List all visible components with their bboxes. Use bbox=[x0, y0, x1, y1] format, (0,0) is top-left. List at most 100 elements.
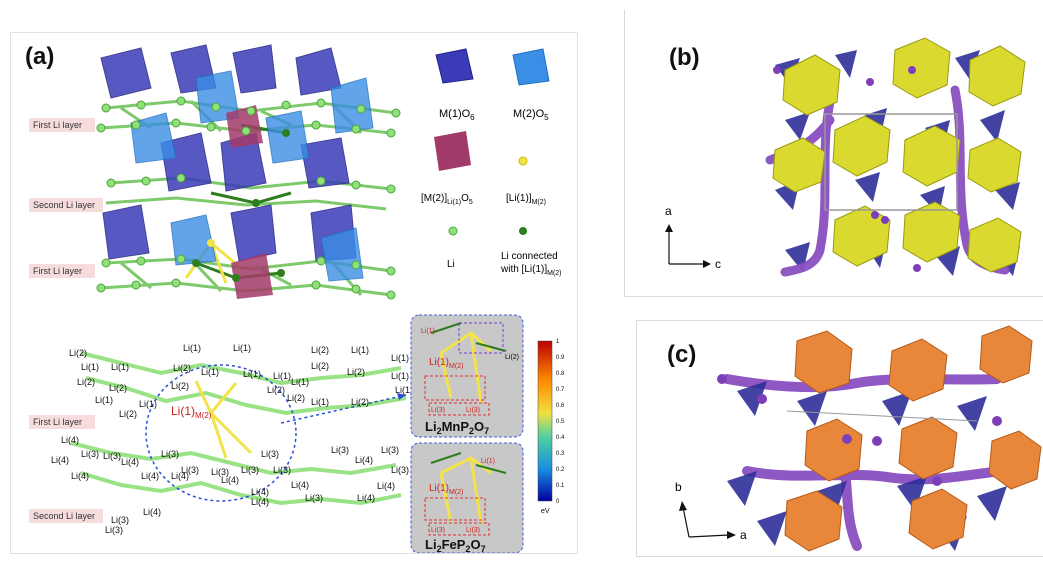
li-site-label: Li(3) bbox=[211, 467, 229, 477]
legend-m1-swatch bbox=[435, 48, 474, 84]
colorbar-tick-label: 0.9 bbox=[556, 355, 565, 361]
svg-text:First Li layer: First Li layer bbox=[33, 120, 82, 130]
inset-limnp2o7: Li(1)M(2) Li(2) Li(3) Li(1) Li(3) Li2MnP… bbox=[410, 314, 524, 438]
li-site-label: Li(3) bbox=[331, 445, 349, 455]
li-site-label: Li(3) bbox=[105, 525, 123, 535]
inset-lifep2o7: Li(1)M(2) Li(1) Li(3) Li(3) Li2FeP2O7 bbox=[410, 442, 524, 554]
li-site-label: Li(4) bbox=[51, 455, 69, 465]
legend-m2li1-text: [M(2)]Li(1)O5 bbox=[421, 193, 473, 206]
li-site-label: Li(4) bbox=[171, 471, 189, 481]
colorbar-tick-label: 0.7 bbox=[556, 387, 565, 393]
li-site-label: Li(2) bbox=[351, 397, 369, 407]
axis-c-horizontal: a bbox=[740, 528, 747, 542]
li-site-label: Li(1) bbox=[291, 377, 309, 387]
axis-b-vertical: a bbox=[665, 204, 672, 218]
li-site-label: Li(3) bbox=[391, 465, 409, 475]
li-site-label: Li(1) bbox=[81, 362, 99, 372]
li-site-label: Li(4) bbox=[143, 507, 161, 517]
panel-c-label: (c) bbox=[667, 341, 697, 368]
li-site-label: Li(1) bbox=[351, 345, 369, 355]
colorbar-tick-label: 0.5 bbox=[556, 419, 565, 425]
legend-li-swatch bbox=[448, 226, 458, 236]
inset-top-formula: Li2MnP2O7 bbox=[425, 419, 489, 436]
li-site-label: Li(2) bbox=[287, 393, 305, 403]
legend-li1m2-swatch bbox=[518, 156, 528, 166]
li-site-label: Li(2) bbox=[119, 409, 137, 419]
li-site-label: Li(1) bbox=[391, 353, 409, 363]
layer-label-top-1: First Li layer bbox=[29, 118, 95, 132]
svg-text:Li(1): Li(1) bbox=[481, 458, 495, 465]
svg-text:Second Li layer: Second Li layer bbox=[33, 511, 95, 521]
svg-text:Li(3): Li(3) bbox=[431, 407, 445, 414]
li-site-label: Li(1) bbox=[395, 385, 413, 395]
li-site-label: Li(1) bbox=[183, 343, 201, 353]
colorbar: 10.90.80.70.60.50.40.30.20.10 eV bbox=[537, 339, 565, 515]
legend-m1-text: M(1)O6 bbox=[439, 108, 475, 122]
center-li1-label: Li(1)M(2) bbox=[171, 404, 212, 420]
li-site-label: Li(2) bbox=[311, 345, 329, 355]
svg-text:Li(3): Li(3) bbox=[466, 527, 480, 534]
colorbar-tick-label: 0.2 bbox=[556, 467, 565, 473]
li-site-label: Li(3) bbox=[273, 465, 291, 475]
axis-b-horizontal: c bbox=[715, 257, 721, 271]
li-site-label: Li(4) bbox=[121, 457, 139, 467]
li-site-label: Li(2) bbox=[347, 367, 365, 377]
axis-c-vertical: b bbox=[675, 480, 682, 494]
structure-b bbox=[765, 37, 1026, 277]
li-site-label: Li(3) bbox=[103, 451, 121, 461]
crystal-structure-top bbox=[96, 44, 401, 300]
li-network-bottom: Li(2)Li(1)Li(1)Li(2)Li(2)Li(1)Li(2)Li(1)… bbox=[51, 343, 413, 535]
li-site-label: Li(2) bbox=[109, 383, 127, 393]
li-site-label: Li(3) bbox=[381, 445, 399, 455]
layer-label-bottom-2: Second Li layer bbox=[29, 509, 103, 523]
li-site-label: Li(4) bbox=[291, 480, 309, 490]
li-site-label: Li(2) bbox=[171, 381, 189, 391]
colorbar-tick-label: 0.1 bbox=[556, 483, 565, 489]
svg-text:Li(2): Li(2) bbox=[505, 354, 519, 361]
colorbar-tick-label: 0.8 bbox=[556, 371, 565, 377]
li-site-label: Li(1) bbox=[111, 362, 129, 372]
li-site-label: Li(2) bbox=[69, 348, 87, 358]
legend-m2li1-swatch bbox=[434, 131, 471, 171]
li-site-label: Li(1) bbox=[273, 371, 291, 381]
panel-a-figure: First Li layer Second Li layer First Li … bbox=[29, 44, 565, 554]
panel-b-figure: a c bbox=[665, 37, 1026, 277]
li-site-label: Li(4) bbox=[377, 481, 395, 491]
layer-label-top-3: First Li layer bbox=[29, 264, 95, 278]
li-site-label: Li(4) bbox=[355, 455, 373, 465]
li-site-label: Li(1) bbox=[243, 369, 261, 379]
legend-li1m2-text: [Li(1)]M(2) bbox=[506, 193, 546, 206]
panel-b: (b) bbox=[624, 10, 1043, 297]
li-site-label: Li(3) bbox=[111, 515, 129, 525]
panel-a: (a) bbox=[10, 32, 578, 554]
legend-li-text: Li bbox=[447, 259, 455, 270]
li-site-label: Li(3) bbox=[161, 449, 179, 459]
svg-text:Li(3): Li(3) bbox=[466, 407, 480, 414]
li-site-label: Li(3) bbox=[181, 465, 199, 475]
li-site-label: Li(3) bbox=[241, 465, 259, 475]
li-site-label: Li(4) bbox=[251, 497, 269, 507]
li-site-label: Li(3) bbox=[261, 449, 279, 459]
axis-indicator-b: a c bbox=[665, 204, 721, 271]
li-site-label: Li(4) bbox=[357, 493, 375, 503]
li-site-label: Li(1) bbox=[95, 395, 113, 405]
li-site-label: Li(1) bbox=[201, 367, 219, 377]
li-site-label: Li(2) bbox=[311, 361, 329, 371]
li-site-label: Li(4) bbox=[251, 487, 269, 497]
svg-text:Second Li layer: Second Li layer bbox=[33, 200, 95, 210]
colorbar-tick-label: 0.4 bbox=[556, 435, 565, 441]
legend-li-connected-line1: Li connected bbox=[501, 251, 558, 262]
legend-li-connected-swatch bbox=[519, 227, 527, 235]
li-site-label: Li(1) bbox=[233, 343, 251, 353]
li-site-label: Li(1) bbox=[311, 397, 329, 407]
colorbar-unit: eV bbox=[541, 508, 550, 515]
axis-indicator-c: b a bbox=[675, 480, 747, 542]
legend: M(1)O6 M(2)O5 [M(2)]Li(1)O5 [Li(1)]M(2) … bbox=[421, 48, 562, 277]
inset-top-li1-label: Li(1)M(2) bbox=[429, 357, 463, 370]
colorbar-tick-label: 0 bbox=[556, 499, 560, 505]
svg-text:Li(3): Li(3) bbox=[431, 527, 445, 534]
colorbar-tick-label: 0.6 bbox=[556, 403, 565, 409]
li-site-label: Li(1) bbox=[139, 399, 157, 409]
li-site-label: Li(4) bbox=[141, 471, 159, 481]
panel-c: (c) bbox=[636, 320, 1043, 557]
